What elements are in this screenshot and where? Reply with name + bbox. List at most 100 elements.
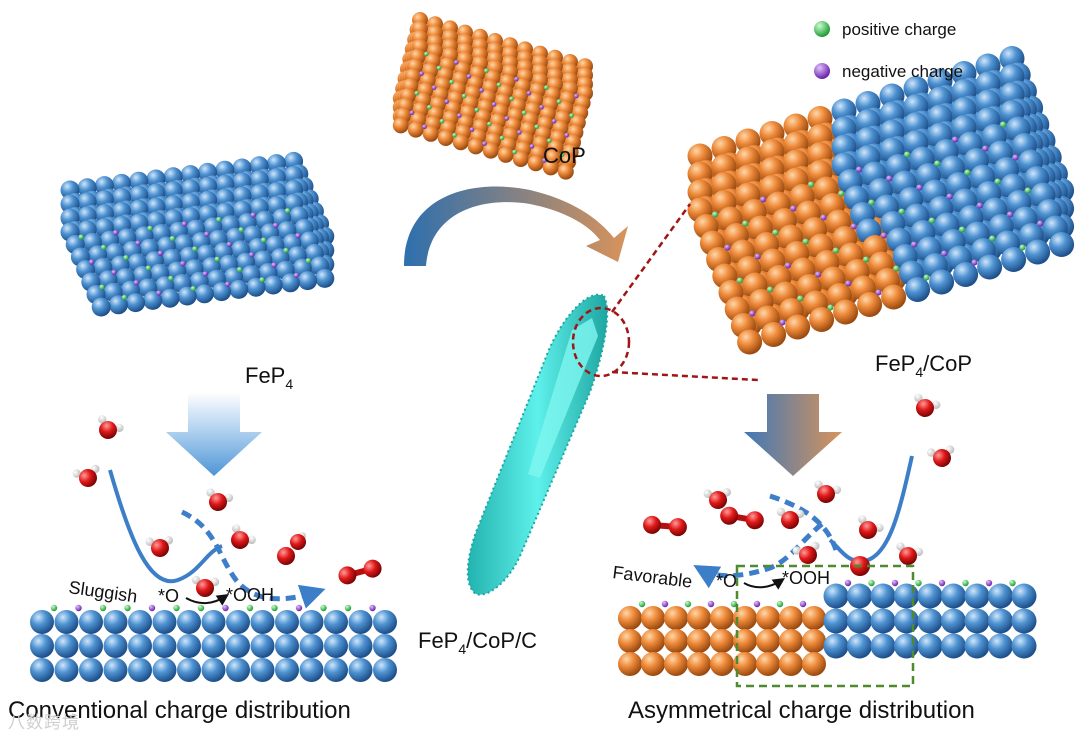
heterostructure-atom: [977, 254, 1003, 280]
negative-charge-site: [75, 604, 82, 612]
negative-charge-site: [466, 74, 472, 79]
negative-charge-site: [225, 281, 231, 287]
fep4-surface-atom: [177, 610, 201, 634]
fep4-surface-atom: [894, 608, 919, 634]
hydrogen-atom: [896, 542, 905, 551]
fep4-surface-atom: [917, 608, 943, 634]
fep4-atom: [143, 290, 163, 310]
positive-charge-site: [124, 604, 131, 612]
oxygen-atom: [277, 547, 295, 565]
oxygen-atom: [79, 469, 97, 487]
cop-atom: [437, 130, 454, 146]
left-o-species: *O: [158, 586, 179, 606]
negative-charge-site: [875, 289, 882, 296]
positive-charge-site: [509, 96, 514, 102]
negative-charge-site: [273, 222, 279, 229]
fep4-surface-atom: [152, 658, 177, 682]
positive-charge-site: [414, 90, 420, 96]
hydrogen-atom: [932, 400, 941, 409]
fep4-surface-atom: [847, 583, 872, 609]
negative-charge-site: [661, 600, 669, 608]
negative-charge-site: [517, 130, 522, 135]
positive-charge-site: [767, 286, 774, 293]
negative-charge-site: [469, 127, 475, 132]
fep4-surface-atom: [250, 658, 275, 682]
water-molecule: [927, 445, 955, 467]
negative-charge-site: [982, 145, 989, 152]
positive-charge-site: [449, 79, 454, 85]
negative-charge-site: [295, 233, 301, 239]
positive-charge-site: [78, 234, 84, 240]
asymmetrical-caption: Asymmetrical charge distribution: [628, 697, 975, 724]
cop-label: CoP: [543, 143, 586, 168]
negative-charge-site: [431, 85, 437, 90]
negative-charge-site: [886, 175, 893, 182]
fep4-atom: [280, 273, 300, 293]
positive-charge-site: [190, 286, 196, 292]
positive-charge-site: [808, 181, 815, 188]
hydrogen-atom: [875, 523, 884, 532]
negative-charge-site: [941, 250, 948, 257]
fep4-surface-atom: [348, 610, 373, 634]
positive-charge-site: [915, 579, 922, 587]
positive-charge-site: [173, 604, 180, 612]
hydrogen-atom: [206, 488, 215, 497]
heterostructure-atom: [881, 284, 907, 310]
positive-charge-site: [1019, 244, 1026, 251]
positive-charge-site: [776, 600, 784, 608]
positive-charge-site: [487, 121, 492, 127]
fep4-surface-atom: [964, 633, 990, 659]
cop-surface-atom: [687, 652, 711, 676]
fep4-surface-atom: [373, 610, 397, 634]
negative-charge-site: [952, 136, 959, 143]
cop-atom: [452, 134, 469, 151]
fep4-surface-atom: [823, 583, 849, 609]
water-molecule: [145, 536, 174, 557]
positive-charge-site: [989, 235, 996, 242]
heterostructure-atom: [929, 269, 955, 295]
positive-charge-site: [559, 152, 565, 158]
cop-surface-atom: [733, 606, 757, 630]
cop-surface-atom: [664, 652, 688, 676]
cop-atom: [512, 151, 529, 167]
cop-surface-atom: [618, 652, 642, 676]
fep4-atom: [315, 268, 335, 288]
cop-surface-atom: [779, 652, 803, 676]
fep4-surface-atom: [79, 634, 103, 658]
positive-charge-site: [638, 600, 646, 608]
sluggish-text: Sluggish: [67, 577, 138, 606]
positive-charge-site: [320, 604, 327, 612]
positive-charge-site: [797, 295, 804, 302]
fep4-surface-atom: [103, 658, 128, 682]
positive-charge-site: [499, 135, 505, 141]
hydrogen-atom: [247, 535, 256, 545]
cop-atom: [422, 125, 439, 142]
cop-surface-atom: [779, 606, 803, 630]
oxygen-atom: [933, 449, 951, 467]
negative-charge-site: [845, 280, 852, 287]
fep4-surface-atom: [373, 634, 397, 658]
positive-charge-site: [893, 265, 900, 272]
hydrogen-atom: [191, 575, 201, 585]
fep4-surface-atom: [847, 633, 872, 659]
favorable-reaction-label: Favorable *O *OOH: [612, 562, 831, 592]
cop-surface-atom: [641, 629, 665, 653]
fep4-surface-atom: [201, 658, 226, 682]
negative-charge-site: [181, 221, 187, 227]
hydrogen-atom: [224, 493, 234, 503]
heterostructure-atom: [785, 314, 811, 340]
cop-atom: [407, 121, 424, 138]
heterostructure-atom: [833, 299, 859, 325]
heterostructure-atom: [761, 322, 787, 347]
positive-charge-site: [827, 304, 834, 311]
negative-charge-site: [844, 579, 852, 587]
negative-charge-site: [133, 280, 139, 286]
fep4-surface-atom: [964, 583, 990, 609]
negative-charge-site: [1012, 154, 1019, 161]
fep4-surface-atom: [373, 658, 397, 682]
water-molecule: [792, 541, 820, 564]
water-molecule: [914, 393, 941, 417]
hydrogen-atom: [145, 537, 154, 546]
cop-atom: [482, 142, 499, 159]
hydrogen-atom: [858, 515, 867, 524]
